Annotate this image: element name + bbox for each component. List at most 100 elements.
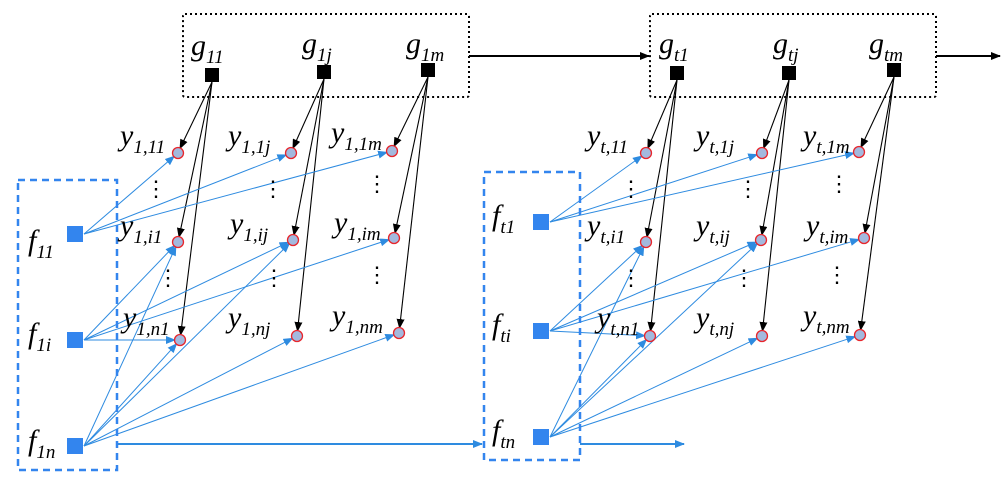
f-label-subscript: ti xyxy=(500,326,511,347)
y-label-subscript: t,nm xyxy=(816,317,849,338)
y-label: yt,ij xyxy=(693,209,730,248)
y-observation-node xyxy=(284,146,298,160)
y-label-subscript: t,1m xyxy=(816,137,849,158)
f-latent-node xyxy=(533,214,549,230)
f-latent-node xyxy=(533,323,549,339)
y-label-base: y xyxy=(329,299,346,332)
latent-to-observation-arrow xyxy=(83,244,176,341)
y-label: y1,nm xyxy=(329,299,383,338)
f-label-subscript: tn xyxy=(500,432,515,453)
vertical-ellipsis: ⋮ xyxy=(737,176,759,201)
f-label: f1i xyxy=(28,317,51,356)
y-label-subscript: 1,ij xyxy=(243,225,268,246)
y-label-base: y xyxy=(584,209,601,242)
y-label: yt,1m xyxy=(800,119,850,158)
y-label-base: y xyxy=(117,119,134,152)
g-label: g11 xyxy=(191,29,224,68)
y-label-base: y xyxy=(117,209,134,242)
y-label-base: y xyxy=(328,116,345,149)
g-factor-group-box xyxy=(649,13,937,98)
factor-to-observation-arrow xyxy=(294,78,325,333)
vertical-ellipsis: ⋮ xyxy=(620,265,642,290)
y-observation-node xyxy=(852,145,866,159)
y-observation-node xyxy=(755,329,769,343)
y-label-subscript: 1,n1 xyxy=(136,319,169,340)
latent-to-observation-arrow xyxy=(549,244,644,332)
y-label: yt,n1 xyxy=(594,301,639,340)
y-label-subscript: t,n1 xyxy=(610,319,639,340)
f-latent-node xyxy=(67,438,83,454)
latent-to-observation-arrow xyxy=(549,241,758,332)
f-label-subscript: 1i xyxy=(36,335,51,356)
g-label-base: g xyxy=(406,27,421,60)
factor-to-observation-arrow xyxy=(860,76,895,149)
f-latent-group-box xyxy=(16,178,119,472)
g-label-subscript: 1m xyxy=(421,45,444,66)
factor-to-observation-arrow xyxy=(176,81,213,239)
g-label: g1m xyxy=(406,27,444,66)
y-observation-node xyxy=(387,231,401,245)
vertical-ellipsis: ⋮ xyxy=(262,176,284,201)
factor-to-observation-arrow xyxy=(857,76,895,332)
g-label-subscript: tm xyxy=(884,45,903,66)
f-latent-node xyxy=(67,226,83,242)
latent-to-observation-arrow xyxy=(549,337,759,438)
y-label-base: y xyxy=(594,301,611,334)
latent-to-observation-arrow xyxy=(549,155,643,223)
y-label: yt,1j xyxy=(693,119,734,158)
g-label-subscript: 11 xyxy=(206,47,224,68)
latent-to-observation-arrow xyxy=(549,245,645,438)
g-factor-node xyxy=(421,63,435,77)
y-label-subscript: 1,i1 xyxy=(133,227,162,248)
factor-to-observation-arrow xyxy=(759,79,790,237)
y-label: yt,nm xyxy=(800,299,850,338)
g-label-base: g xyxy=(302,27,317,60)
factor-to-observation-arrow xyxy=(644,79,678,239)
latent-to-observation-arrow xyxy=(83,238,391,341)
y-label: yt,11 xyxy=(584,119,628,158)
factor-to-observation-arrow xyxy=(393,76,429,148)
vertical-ellipsis: ⋮ xyxy=(366,171,388,196)
y-label: y1,nj xyxy=(225,301,270,340)
y-label: y1,n1 xyxy=(120,301,170,340)
latent-to-observation-arrow xyxy=(83,154,288,235)
g-label-subscript: t1 xyxy=(674,45,689,66)
y-observation-node xyxy=(639,235,653,249)
y-observation-node xyxy=(286,233,300,247)
y-label-subscript: 1,nj xyxy=(241,319,270,340)
y-label-base: y xyxy=(803,209,820,242)
y-label-subscript: 1,11 xyxy=(133,137,165,158)
y-label-base: y xyxy=(225,119,242,152)
latent-to-observation-arrow xyxy=(549,151,856,223)
y-label: y1,11 xyxy=(117,119,165,158)
latent-to-observation-arrow xyxy=(549,335,857,438)
g-label-base: g xyxy=(869,27,884,60)
f-latent-group-box xyxy=(482,170,582,462)
g-factor-group-box xyxy=(182,13,470,98)
y-label-subscript: t,nj xyxy=(709,319,734,340)
y-label-subscript: 1,1j xyxy=(241,137,270,158)
vertical-ellipsis: ⋮ xyxy=(366,262,388,287)
g-factor-node xyxy=(670,66,684,80)
boxes-layer xyxy=(16,13,937,472)
g-factor-node xyxy=(317,65,331,79)
factor-to-observation-arrow xyxy=(177,81,213,337)
latent-to-observation-arrow xyxy=(549,330,647,340)
latent-to-observation-arrow xyxy=(549,238,861,332)
f-label: ft1 xyxy=(492,199,515,238)
y-label-subscript: t,ij xyxy=(709,227,730,248)
g-label-base: g xyxy=(659,27,674,60)
factor-to-observation-arrow xyxy=(762,79,790,150)
latent-to-observation-arrow xyxy=(83,242,291,447)
factor-to-observation-arrow xyxy=(862,76,895,235)
g-label-subscript: 1j xyxy=(317,45,332,66)
g-label: gtj xyxy=(773,27,799,66)
factor-to-observation-arrow xyxy=(396,76,429,330)
nodes-layer xyxy=(67,63,901,454)
vertical-ellipsis: ⋮ xyxy=(620,176,642,201)
y-observation-node xyxy=(392,326,406,340)
y-label-base: y xyxy=(584,119,601,152)
y-label-base: y xyxy=(120,301,137,334)
f-label: ftn xyxy=(492,414,515,453)
